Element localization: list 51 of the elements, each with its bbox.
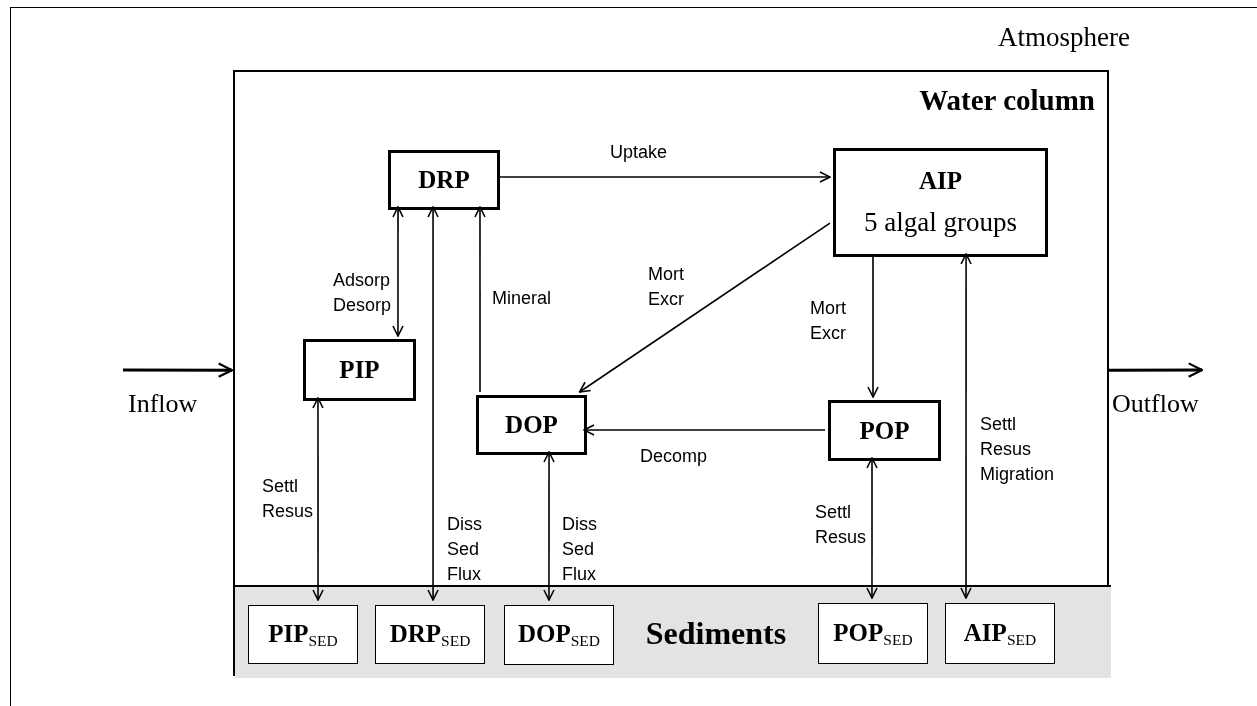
edge-label: Diss Sed Flux	[447, 513, 482, 587]
sediment-compartment-box	[375, 605, 485, 664]
arrow	[583, 424, 826, 436]
edge-label: Settl Resus Migration	[980, 413, 1055, 487]
flow-arrow	[1108, 362, 1204, 378]
flow-label: Inflow	[128, 388, 198, 420]
region-title: Water column	[919, 84, 1095, 117]
compartment-label: POP	[859, 416, 910, 445]
sediment-compartment-box	[818, 603, 928, 664]
compartment-label: AIP	[918, 167, 963, 195]
compartment-box	[388, 150, 500, 210]
compartment-label: PIP	[339, 356, 380, 384]
arrow	[474, 206, 486, 393]
compartment-label: AIP$_{SED}$	[963, 618, 1037, 649]
region-label: Sediments	[645, 615, 787, 652]
arrow	[578, 222, 831, 393]
edge-label: Diss Sed Flux	[562, 513, 597, 587]
edge-label: Settl Resus	[815, 501, 866, 550]
arrow	[543, 451, 555, 601]
arrow	[960, 253, 972, 599]
compartment-label: POP$_{SED}$	[833, 618, 913, 649]
sediment-band	[235, 585, 1111, 678]
compartment-box	[828, 400, 941, 461]
arrow	[866, 457, 878, 599]
edge-label: Mineral	[492, 287, 552, 310]
compartment-box	[303, 339, 416, 401]
compartment-label: DRP	[418, 166, 470, 194]
compartment-label: PIP$_{SED}$	[268, 619, 338, 650]
compartment-box	[476, 395, 587, 455]
compartment-label: DOP	[505, 411, 558, 439]
arrow	[427, 206, 439, 601]
edge-label: Decomp	[640, 445, 708, 468]
edge-label: Settl Resus	[262, 475, 313, 524]
arrow	[392, 206, 404, 337]
arrow	[312, 397, 324, 601]
compartment-label: DOP$_{SED}$	[517, 620, 601, 650]
edge-label: Adsorp Desorp	[333, 269, 391, 318]
sediment-compartment-box	[248, 605, 358, 664]
edge-label: Mort Excr	[810, 297, 846, 346]
compartment-box	[833, 148, 1048, 257]
atmosphere-frame	[10, 7, 1257, 706]
region-title: Atmosphere	[998, 22, 1130, 53]
compartment-subtitle: 5 algal groups	[864, 207, 1017, 238]
sediment-compartment-box	[504, 605, 614, 665]
flow-label: Outflow	[1112, 388, 1199, 420]
water-column-box	[233, 70, 1109, 676]
compartment-label: DRP$_{SED}$	[389, 619, 471, 650]
edge-label: Uptake	[610, 141, 668, 164]
edge-label: Mort Excr	[648, 263, 684, 312]
flow-arrow	[123, 362, 234, 378]
sediment-compartment-box	[945, 603, 1055, 664]
